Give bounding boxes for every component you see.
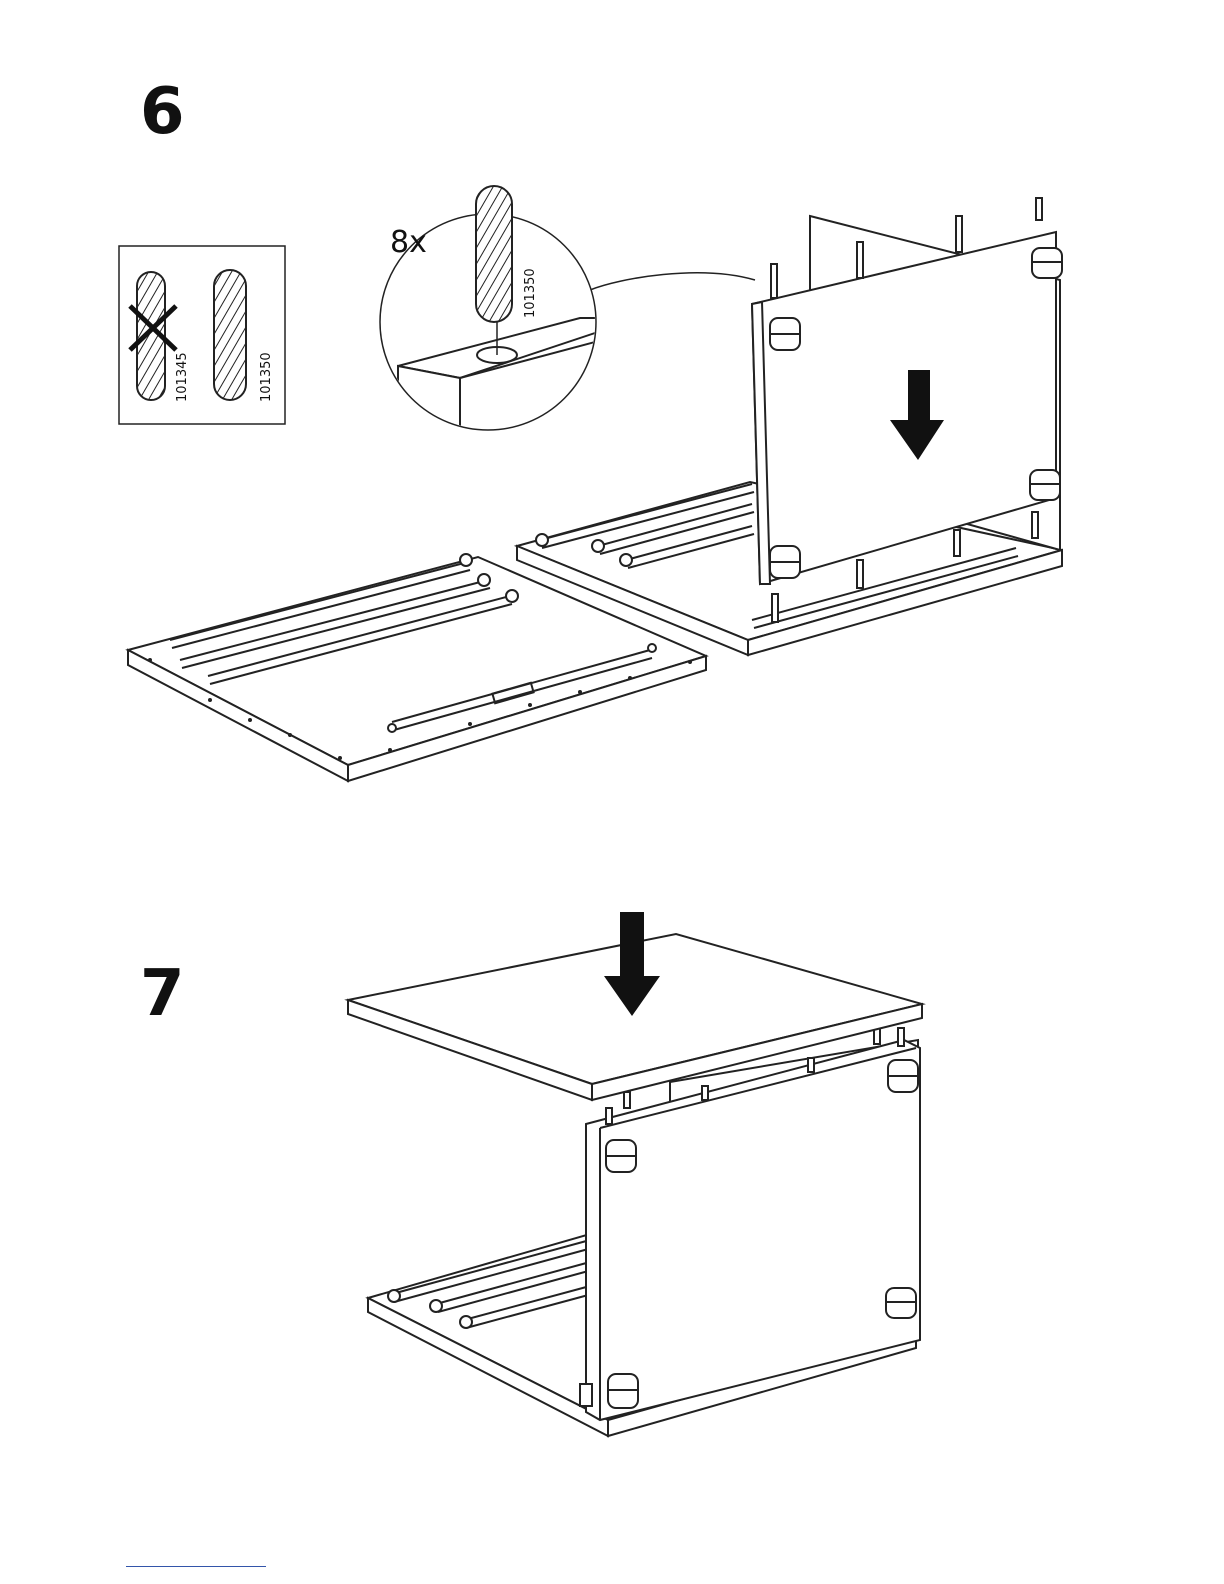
bracket-icon <box>770 546 800 578</box>
bracket-icon <box>886 1288 916 1318</box>
dowel-quantity: 8x <box>390 225 427 260</box>
bracket-icon <box>608 1374 638 1408</box>
dowel-comparison-box: 101345 101350 <box>119 246 285 424</box>
dowel-icon <box>476 186 512 322</box>
cabinet-assembly-step7 <box>348 912 922 1436</box>
bracket-icon <box>770 318 800 350</box>
footer-divider <box>126 1566 266 1567</box>
bracket-icon <box>1030 470 1060 500</box>
bracket-icon <box>606 1140 636 1172</box>
dowel-detail-magnifier: 8x 101350 <box>380 186 755 440</box>
bracket-icon <box>888 1060 918 1092</box>
correct-dowel-code: 101350 <box>259 352 274 402</box>
correct-dowel-icon <box>214 270 246 400</box>
cabinet-assembly-step6 <box>517 198 1062 655</box>
bracket-icon <box>1032 248 1062 278</box>
dowel-code: 101350 <box>523 268 538 318</box>
wrong-dowel-code: 101345 <box>175 352 190 402</box>
